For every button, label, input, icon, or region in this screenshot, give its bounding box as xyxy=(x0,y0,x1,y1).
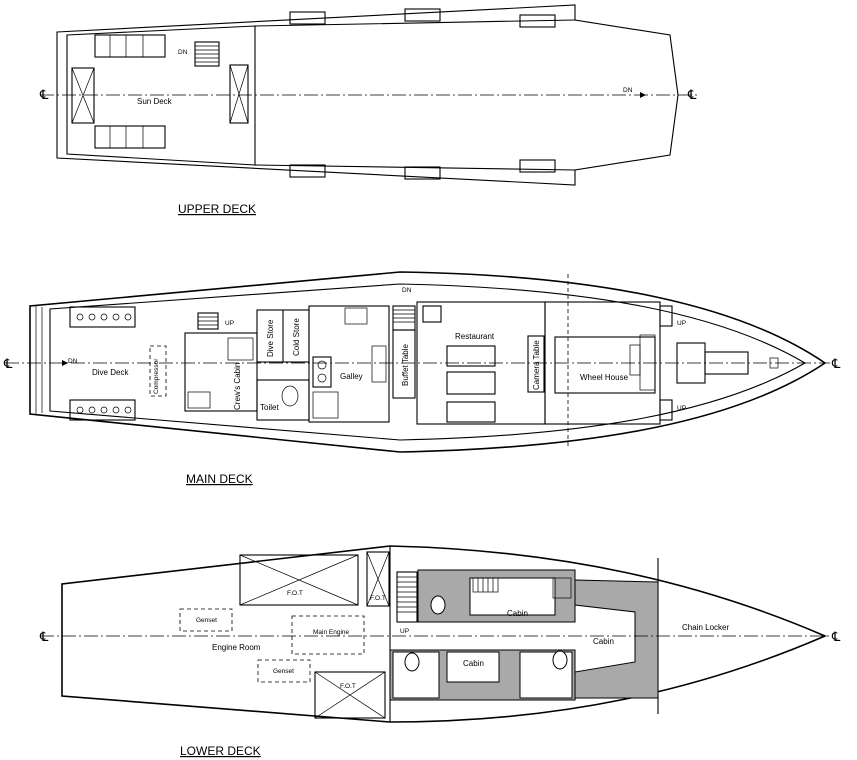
fot-tank-bottom xyxy=(314,671,386,719)
main-deck-hull xyxy=(29,271,827,453)
wheel-house-label: Wheel House xyxy=(580,373,629,382)
upper-dn-label: DN xyxy=(178,49,188,56)
centerline-symbol-lower-right: ℄ xyxy=(831,629,841,644)
centerline-symbol-main-left: ℄ xyxy=(3,356,13,371)
camera-table xyxy=(527,335,545,393)
main-deck-plan: ℄ ℄ Dive Deck DN Compressor UP Crew's Ca… xyxy=(3,271,841,453)
camera-table-label: Camera Table xyxy=(532,340,541,390)
main-up-bottom-label: UP xyxy=(677,405,686,412)
restaurant-table-2 xyxy=(446,371,496,395)
restaurant-table-1 xyxy=(446,345,496,367)
galley-room xyxy=(308,305,390,423)
main-deck-title: MAIN DECK xyxy=(186,472,253,486)
engine-room-label: Engine Room xyxy=(212,643,261,652)
lower-deck-hull xyxy=(61,545,828,723)
cabin-forward-label: Cabin xyxy=(593,637,614,646)
compressor-outline xyxy=(149,345,167,397)
cabin-forward-shade xyxy=(574,579,659,699)
genset-bottom xyxy=(257,659,311,683)
crossed-box-fwd xyxy=(229,64,249,124)
compressor-label: Compressor xyxy=(153,358,160,394)
upper-deck-title: UPPER DECK xyxy=(178,202,256,216)
genset-top xyxy=(179,608,233,632)
toilet-label: Toilet xyxy=(260,403,279,412)
main-engine-outline xyxy=(291,615,365,655)
tank-rack-top xyxy=(69,306,136,328)
upper-deck-plan: ℄ ℄ Sun Deck DN DN xyxy=(39,4,700,186)
chain-locker-label: Chain Locker xyxy=(682,623,729,632)
tank-rack-bottom xyxy=(69,399,136,421)
crossed-box-aft xyxy=(71,67,95,124)
fot-tank-small xyxy=(366,551,390,607)
stove xyxy=(312,356,332,388)
lower-deck-title: LOWER DECK xyxy=(180,744,261,758)
main-engine-label: Main Engine xyxy=(313,629,350,636)
lower-deck-plan: ℄ ℄ F.O.T F.O.T F.O.T Genset Genset Main… xyxy=(39,545,841,723)
main-dn-aft-label: DN xyxy=(68,358,78,365)
main-deck-bulwark xyxy=(49,283,807,441)
crews-cabin-room xyxy=(184,332,258,412)
fot-tank-top xyxy=(239,554,359,606)
cold-store-label: Cold Store xyxy=(292,318,301,356)
sofa-bottom xyxy=(94,125,166,149)
dive-store-label: Dive Store xyxy=(266,319,275,357)
lower-up-label: UP xyxy=(400,628,409,635)
centerline-symbol-upper-right: ℄ xyxy=(687,87,697,102)
dive-deck-label: Dive Deck xyxy=(92,368,129,377)
upper-dn-label-fwd: DN xyxy=(623,87,633,94)
main-dn-mid-label: DN xyxy=(402,287,412,294)
genset-bottom-label: Genset xyxy=(273,668,294,675)
fot-top-label: F.O.T xyxy=(287,590,303,597)
sun-deck-label: Sun Deck xyxy=(137,97,173,106)
buffet-table-label: Buffet Table xyxy=(401,343,410,386)
crews-cabin-label: Crew's Cabin xyxy=(233,363,242,410)
centerline-symbol-upper-left: ℄ xyxy=(39,87,49,102)
galley-label: Galley xyxy=(340,372,363,381)
genset-top-label: Genset xyxy=(196,617,217,624)
cabin-top-label: Cabin xyxy=(507,609,528,618)
centerline-symbol-main-right: ℄ xyxy=(831,356,841,371)
restaurant-label: Restaurant xyxy=(455,332,495,341)
cabin-center-label: Cabin xyxy=(463,659,484,668)
main-up-top-label: UP xyxy=(677,320,686,327)
crew-up-label: UP xyxy=(225,320,234,327)
sofa-top xyxy=(94,34,166,58)
fot-bottom-label: F.O.T xyxy=(340,683,356,690)
restaurant-table-3 xyxy=(446,401,496,423)
fot-small-label: F.O.T xyxy=(370,595,386,602)
upper-deck-outline xyxy=(56,4,679,186)
centerline-symbol-lower-left: ℄ xyxy=(39,629,49,644)
